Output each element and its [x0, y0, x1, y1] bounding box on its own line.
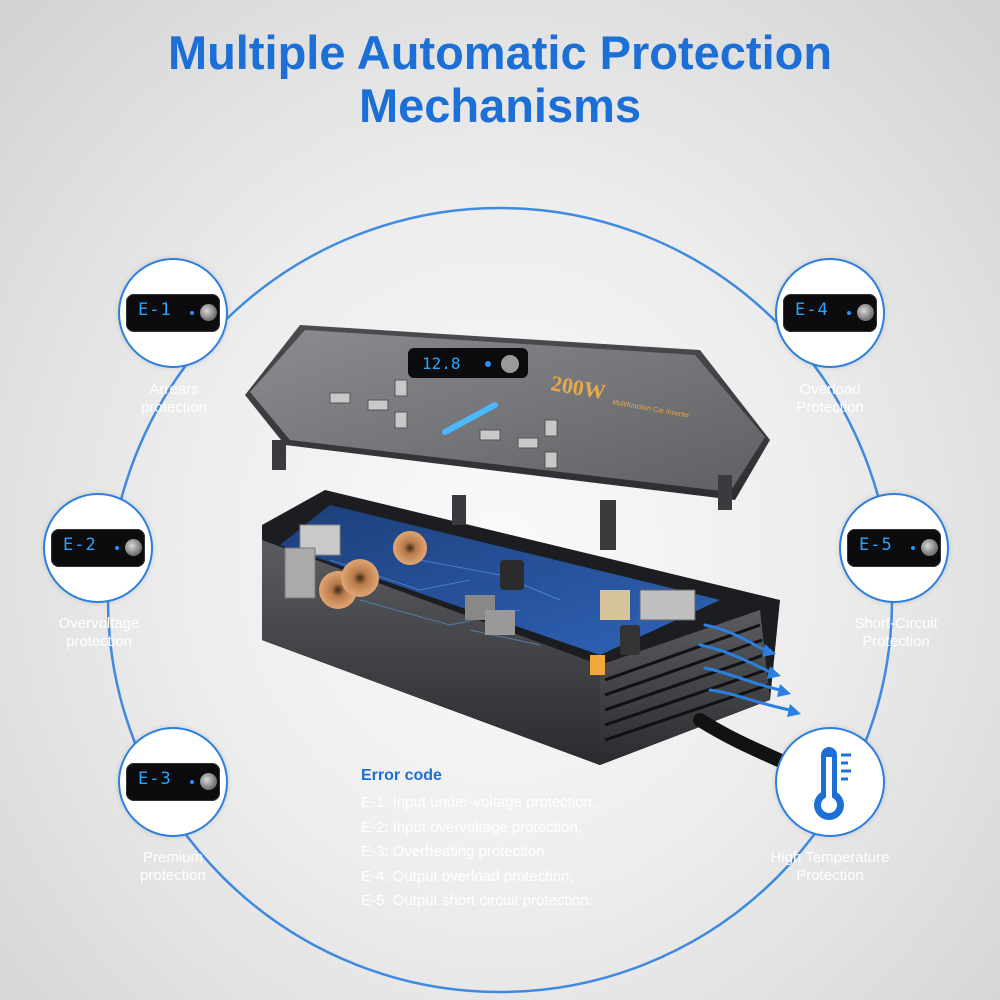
page-title-line-1: Multiple Automatic Protection: [167, 26, 833, 79]
protection-badge-e1: E-1: [118, 258, 228, 368]
thermometer-icon: [814, 747, 851, 820]
protection-badge-high-temp: [775, 727, 885, 837]
page-title-line-2: Mechanisms: [358, 79, 642, 132]
error-code-legend: Error code E-1: Input under-voltage prot…: [361, 767, 691, 914]
protection-badge-e2: E-2: [43, 493, 153, 603]
protection-badge-e4: E-4: [775, 258, 885, 368]
error-display-code: E-2: [63, 535, 97, 555]
power-button-icon: [857, 304, 874, 321]
error-code-line: E-2: Input overvoltage protection,: [361, 818, 582, 836]
error-code-title: Error code: [361, 767, 442, 784]
protection-label-e3: Premium protection: [140, 849, 206, 884]
indicator-dot: [847, 311, 851, 315]
error-display-code: E-3: [138, 769, 172, 789]
indicator-dot: [190, 780, 194, 784]
lid-display-value: 12.8: [422, 354, 461, 373]
error-code-line: E-3: Overheating protection,: [361, 843, 549, 860]
indicator-dot: [190, 311, 194, 315]
error-code-line: E-5: Output short circuit protection.: [361, 892, 593, 909]
indicator-dot: [115, 546, 119, 550]
protection-label-e5: Short-Circuit Protection: [854, 615, 938, 650]
protection-label-e1: Arrears protection: [141, 381, 207, 416]
protection-label-high-temp: High Temperature Protection: [770, 849, 890, 884]
error-display: E-5: [847, 529, 941, 567]
protection-badge-e3: E-3: [118, 727, 228, 837]
power-button-icon: [200, 773, 217, 790]
error-display: E-3: [126, 763, 220, 801]
error-display-code: E-5: [859, 535, 893, 555]
error-display: E-4: [783, 294, 877, 332]
indicator-dot: [911, 546, 915, 550]
error-display-code: E-4: [795, 300, 829, 320]
error-display-code: E-1: [138, 300, 172, 320]
error-code-line: E-4: Output overload protection,: [361, 867, 574, 885]
error-code-line: E-1: Input under-voltage protection,: [361, 794, 597, 811]
protection-label-e4: Overload Protection: [796, 381, 864, 416]
protection-label-e2: Overvoltage protection: [58, 615, 140, 650]
power-button-icon: [200, 304, 217, 321]
error-display: E-1: [126, 294, 220, 332]
power-button-icon: [125, 539, 142, 556]
protection-badge-e5: E-5: [839, 493, 949, 603]
power-button-icon: [921, 539, 938, 556]
error-display: E-2: [51, 529, 145, 567]
